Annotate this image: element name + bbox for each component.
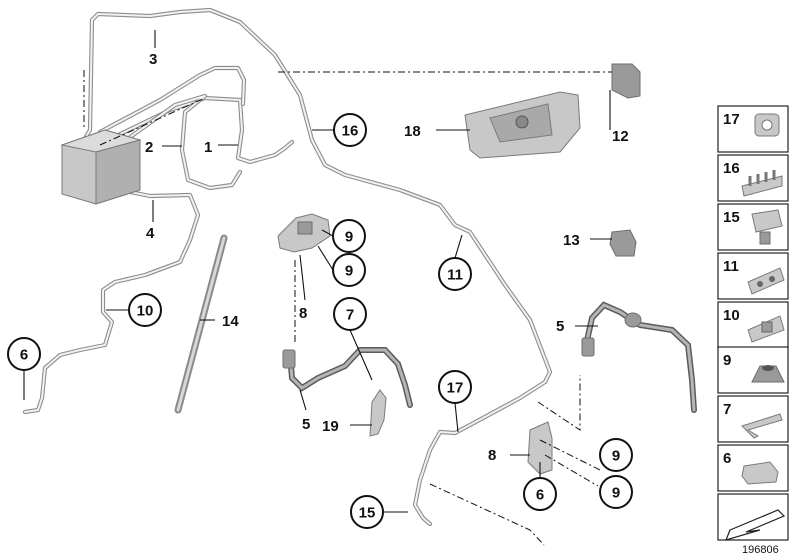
callout-17: 17	[447, 380, 464, 397]
circled-callouts: 16 10 6 9 9 11 7 17 9 9 6 15	[7, 113, 633, 529]
clip-17-hole-icon	[761, 119, 773, 131]
clip-11-slot-icon	[757, 281, 763, 287]
legend-number: 15	[723, 209, 740, 226]
bracket-6-icon	[741, 461, 779, 485]
bracket-13	[609, 229, 637, 257]
callout-ring-16	[333, 113, 367, 147]
callout-15: 15	[359, 505, 376, 522]
pipe-holder-16-icon	[741, 175, 783, 197]
callout-9-c: 9	[612, 448, 620, 465]
legend-number: 11	[723, 258, 739, 275]
reference-lines	[83, 70, 612, 546]
callout-18: 18	[404, 123, 421, 140]
bracket-12	[611, 63, 641, 99]
legend-number: 9	[723, 352, 731, 369]
nut-thread-icon	[762, 365, 774, 371]
legend-item-10: 10	[717, 301, 789, 349]
callout-ring-17	[438, 370, 472, 404]
callout-ring-6-lower	[523, 477, 557, 511]
callout-8-lower: 8	[488, 447, 496, 464]
hex-nut-icon	[751, 365, 785, 383]
legend-arrow-box	[717, 493, 789, 541]
callout-2: 2	[145, 139, 153, 156]
clip-10-block-icon	[761, 321, 773, 333]
callout-16: 16	[342, 123, 359, 140]
legend-item-6: 6	[717, 444, 789, 492]
legend-item-9: 9	[717, 346, 789, 394]
legend-number: 6	[723, 450, 731, 467]
holder-ribs-icon	[748, 170, 776, 186]
fastener-arrow-icon	[724, 509, 786, 541]
brake-hoses	[282, 301, 697, 413]
bracket-8-upper	[277, 213, 331, 253]
legend-item-7: 7	[717, 395, 789, 443]
clip-11-slot-icon	[769, 276, 775, 282]
plain-callouts: 3 2 1 4 14 18 12 13 8 5 19 5 8	[145, 51, 629, 464]
legend-item-16: 16	[717, 154, 789, 202]
legend-number: 17	[723, 111, 740, 128]
callout-8-upper: 8	[299, 305, 307, 322]
callout-9-b: 9	[345, 263, 353, 280]
spring-clip-7-icon	[741, 413, 783, 439]
bracket-19	[369, 389, 387, 437]
callout-1: 1	[204, 139, 212, 156]
callout-ring-9-d	[599, 475, 633, 509]
clip-15-icon	[751, 209, 783, 233]
callout-ring-15	[350, 495, 384, 529]
legend-number: 16	[723, 160, 740, 177]
callout-9-d: 9	[612, 485, 620, 502]
callout-9-a: 9	[345, 229, 353, 246]
legend-item-15: 15	[717, 203, 789, 251]
bracket-8-lower	[527, 421, 553, 475]
callout-11: 11	[447, 267, 463, 284]
reference-number: 196806	[742, 544, 779, 556]
callout-3: 3	[149, 51, 157, 68]
callout-5-left: 5	[302, 416, 310, 433]
callout-ring-9-a	[332, 219, 366, 253]
callout-ring-11	[438, 257, 472, 291]
clip-11-icon	[747, 267, 785, 295]
callout-13: 13	[563, 232, 580, 249]
callout-6-lower: 6	[536, 487, 544, 504]
callout-ring-9-c	[599, 438, 633, 472]
callout-ring-9-b	[332, 253, 366, 287]
legend-item-17: 17	[717, 105, 789, 153]
abs-unit	[60, 129, 142, 205]
callout-10: 10	[137, 303, 154, 320]
callout-14: 14	[222, 313, 239, 330]
callout-ring-10	[128, 293, 162, 327]
legend-number: 10	[723, 307, 740, 324]
legend-item-11: 11	[717, 252, 789, 300]
parts-legend: 17 16 15 11 10	[717, 105, 789, 541]
brake-pipes	[22, 7, 553, 527]
callout-5-right: 5	[556, 318, 564, 335]
callout-4: 4	[146, 225, 155, 242]
holder-18	[464, 91, 581, 159]
callout-ring-6-left	[7, 337, 41, 371]
leader-lines	[23, 30, 612, 513]
callout-7: 7	[346, 307, 354, 324]
legend-number: 7	[723, 401, 731, 418]
callout-6-left: 6	[20, 347, 28, 364]
callout-19: 19	[322, 418, 339, 435]
clip-15-stud-icon	[759, 231, 771, 245]
callout-ring-7	[333, 297, 367, 331]
callout-12: 12	[612, 128, 629, 145]
